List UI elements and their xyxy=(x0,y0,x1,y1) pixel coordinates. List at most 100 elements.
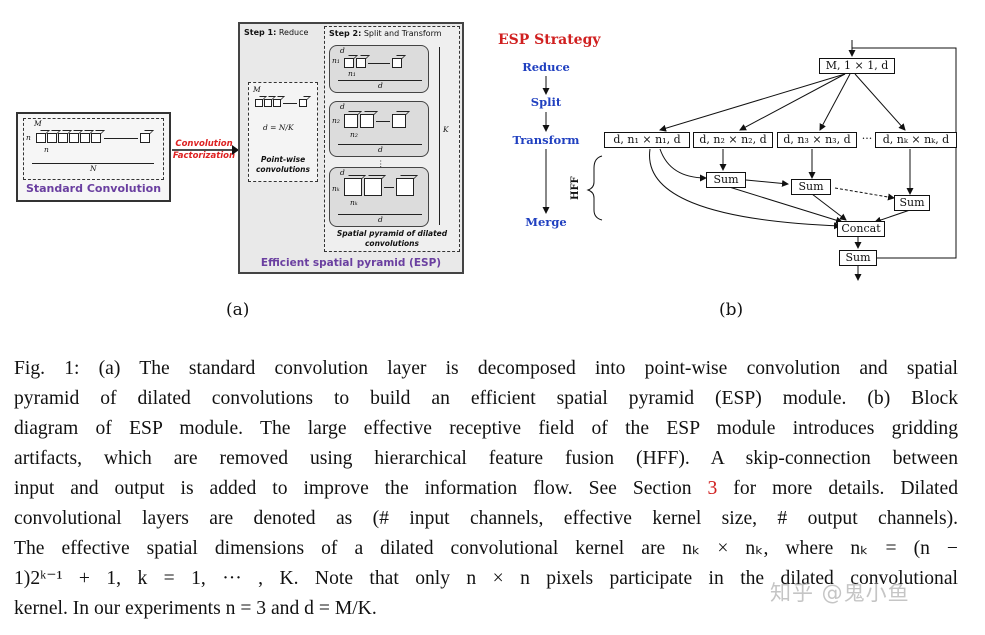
section-reference-link[interactable]: 3 xyxy=(707,478,718,499)
dimension-arrow xyxy=(338,214,422,215)
dimension-arrow xyxy=(338,80,422,81)
esp-strategy-title: ESP Strategy xyxy=(498,32,601,48)
figure-panel-b: ESP Strategy Reduce Split Transform Merg… xyxy=(490,18,970,298)
pointwise-cube xyxy=(273,99,281,107)
caption-line: The effective spatial dimensions of a di… xyxy=(14,538,958,559)
figure-panel-a: M n n N Standard Convolution Convolution… xyxy=(10,18,470,283)
caption-line: input and output is added to improve the… xyxy=(14,474,958,504)
dilated-cube xyxy=(392,114,406,128)
pointwise-cube xyxy=(255,99,263,107)
caption-line: 1)2ᵏ⁻¹ + 1, k = 1, ··· , K. Note that on… xyxy=(14,568,958,589)
step2-bold: Step 2: xyxy=(329,29,362,38)
symbol-n2: n₂ xyxy=(350,130,358,139)
dilated-cube xyxy=(396,178,414,196)
esp-label: Efficient spatial pyramid (ESP) xyxy=(260,257,442,269)
dimension-arrow xyxy=(338,144,422,145)
symbol-d: d xyxy=(378,215,383,224)
symbol-d: d xyxy=(340,168,345,177)
hff-edges xyxy=(649,148,914,281)
sum-node-2: Sum xyxy=(791,179,831,195)
strategy-step-reduce: Reduce xyxy=(522,60,570,74)
caption-line: artifacts, which are removed using hiera… xyxy=(14,448,958,469)
branch-node-3: d, n₃ × n₃, d xyxy=(777,132,857,148)
branch-ellipsis: ··· xyxy=(861,132,873,145)
branch-connector xyxy=(384,187,394,188)
symbol-d: d xyxy=(340,102,345,111)
k-dimension-line xyxy=(439,47,440,225)
esp-module-box: Step 1: Reduce M d = N/K Point-wise conv… xyxy=(238,22,464,274)
standard-convolution-kernels: M n n N xyxy=(23,118,164,180)
symbol-nk: nₖ xyxy=(332,184,340,193)
caption-line: diagram of ESP module. The large effecti… xyxy=(14,418,958,439)
symbol-k: K xyxy=(443,125,449,134)
symbol-d: d xyxy=(378,81,383,90)
branch-connector xyxy=(376,121,390,122)
kernel-cube xyxy=(58,133,68,143)
step2-text: Split and Transform xyxy=(361,29,442,38)
branch-node-2: d, n₂ × n₂, d xyxy=(693,132,773,148)
pointwise-box: M d = N/K Point-wise convolutions xyxy=(248,82,318,182)
strategy-step-transform: Transform xyxy=(512,133,580,147)
symbol-d: d xyxy=(340,46,345,55)
factorization-arrow xyxy=(172,145,239,155)
dilated-cube xyxy=(344,114,358,128)
kernel-cube xyxy=(80,133,90,143)
step1-bold: Step 1: xyxy=(244,28,277,37)
dilated-cube xyxy=(344,178,362,196)
skip-connection xyxy=(852,47,957,262)
esp-block-diagram xyxy=(542,40,957,281)
kernel-cube xyxy=(47,133,57,143)
branch-connector xyxy=(368,63,390,64)
standard-convolution-label: Standard Convolution xyxy=(25,182,162,195)
pointwise-connector xyxy=(283,103,297,104)
dilated-cube xyxy=(356,58,366,68)
caption-line: kernel. In our experiments n = 3 and d =… xyxy=(14,598,377,619)
pyramid-branch-k: d nₖ nₖ d xyxy=(329,167,429,227)
step1-text: Reduce xyxy=(276,28,309,37)
vertical-dots: ⋮ xyxy=(377,159,385,168)
pyramid-branch-1: d n₁ n₁ d xyxy=(329,45,429,93)
symbol-n: n xyxy=(44,145,49,154)
dilated-cube xyxy=(392,58,402,68)
caption-b: (b) xyxy=(719,300,744,320)
caption-text: for more details. Dilated xyxy=(717,478,958,499)
caption-line: Fig. 1: (a) The standard convolution lay… xyxy=(14,358,958,379)
sum-node-1: Sum xyxy=(706,172,746,188)
kernel-connector xyxy=(104,138,138,139)
kernel-cube xyxy=(140,133,150,143)
kernel-cube xyxy=(36,133,46,143)
symbol-capital-n: N xyxy=(90,164,97,173)
caption-text: input and output is added to improve the… xyxy=(14,478,708,499)
strategy-step-merge: Merge xyxy=(525,215,567,229)
strategy-step-split: Split xyxy=(530,95,562,109)
dilated-cube xyxy=(344,58,354,68)
figure-caption: Fig. 1: (a) The standard convolution lay… xyxy=(14,354,958,624)
input-to-branch-edges xyxy=(659,40,906,132)
symbol-d: d xyxy=(378,145,383,154)
branch-node-k: d, nₖ × nₖ, d xyxy=(875,132,957,148)
input-conv-node: M, 1 × 1, d xyxy=(819,58,895,74)
pyramid-label: Spatial pyramid of dilated convolutions xyxy=(336,229,448,248)
symbol-n: n xyxy=(26,133,31,142)
watermark: 知乎 @鬼小鱼 xyxy=(770,581,910,605)
dilated-cube xyxy=(360,114,374,128)
step1-title: Step 1: Reduce xyxy=(244,28,320,44)
sum-node-k: Sum xyxy=(894,195,930,211)
symbol-nk: nₖ xyxy=(350,198,358,207)
symbol-n1: n₁ xyxy=(332,56,340,65)
pointwise-cube xyxy=(264,99,272,107)
branch-node-1: d, n₁ × n₁, d xyxy=(604,132,690,148)
kernel-cube xyxy=(91,133,101,143)
step2-title: Step 2: Split and Transform xyxy=(329,29,442,38)
symbol-m: M xyxy=(253,85,261,94)
pointwise-label: Point-wise convolutions xyxy=(255,155,310,174)
concat-node: Concat xyxy=(837,221,885,237)
caption-line: pyramid of dilated convolutions to build… xyxy=(14,388,958,409)
pyramid-branch-2: d n₂ n₂ d xyxy=(329,101,429,157)
pointwise-cube xyxy=(299,99,307,107)
dimension-arrow xyxy=(32,163,154,164)
convolution-factorization-label: Convolution Factorization xyxy=(172,139,236,161)
symbol-n1: n₁ xyxy=(348,69,356,78)
hff-brace xyxy=(586,155,603,221)
symbol-m: M xyxy=(34,119,42,128)
